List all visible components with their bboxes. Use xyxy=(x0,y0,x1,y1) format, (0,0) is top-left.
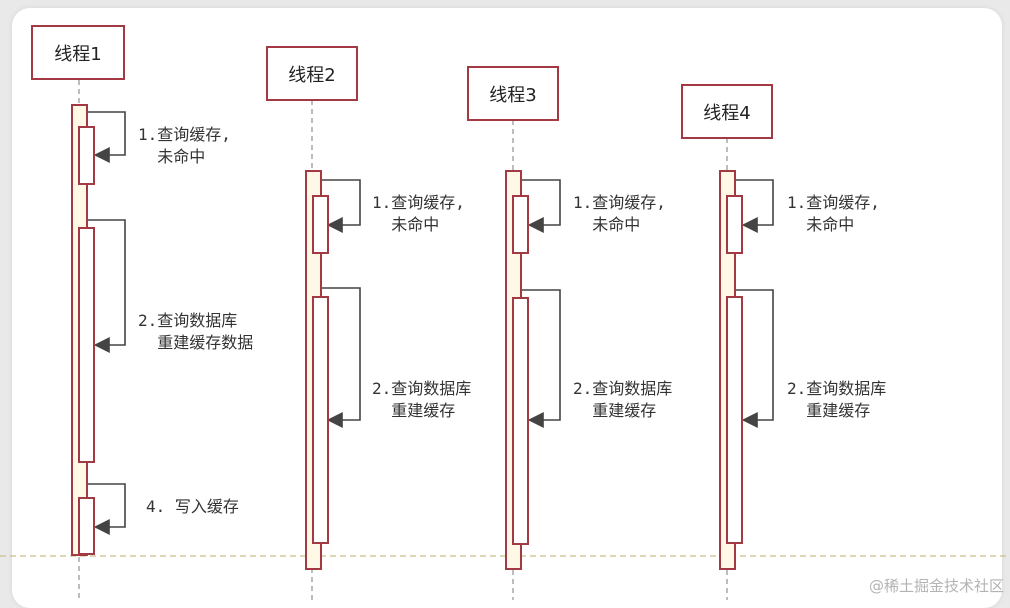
activation-t2-query xyxy=(312,195,329,254)
thread-3-label: 线程3 xyxy=(489,81,536,107)
activation-t4-query xyxy=(726,195,743,254)
activation-t4-rebuild xyxy=(726,296,743,544)
thread-3-box: 线程3 xyxy=(467,66,559,121)
thread-1-box: 线程1 xyxy=(31,25,125,80)
t1-note-write: 4. 写入缓存 xyxy=(146,496,239,518)
t2-note-rebuild: 2.查询数据库 重建缓存 xyxy=(372,378,471,422)
thread-4-box: 线程4 xyxy=(681,84,773,139)
activation-t1-write xyxy=(78,497,95,555)
thread-4-label: 线程4 xyxy=(703,99,750,125)
activation-t3-query xyxy=(512,195,529,254)
watermark: @稀土掘金技术社区 xyxy=(869,575,1004,596)
t4-note-rebuild: 2.查询数据库 重建缓存 xyxy=(787,378,886,422)
thread-2-label: 线程2 xyxy=(288,61,335,87)
t4-note-query: 1.查询缓存, 未命中 xyxy=(787,192,880,236)
t3-note-rebuild: 2.查询数据库 重建缓存 xyxy=(573,378,672,422)
activation-t1-rebuild xyxy=(78,227,95,463)
thread-1-label: 线程1 xyxy=(54,40,101,66)
thread-2-box: 线程2 xyxy=(266,46,358,101)
t3-note-query: 1.查询缓存, 未命中 xyxy=(573,192,666,236)
activation-t1-query xyxy=(78,126,95,185)
activation-t2-rebuild xyxy=(312,296,329,544)
t1-note-query: 1.查询缓存, 未命中 xyxy=(138,124,231,168)
activation-t3-rebuild xyxy=(512,297,529,545)
t2-note-query: 1.查询缓存, 未命中 xyxy=(372,192,465,236)
t1-note-rebuild: 2.查询数据库 重建缓存数据 xyxy=(138,310,253,354)
